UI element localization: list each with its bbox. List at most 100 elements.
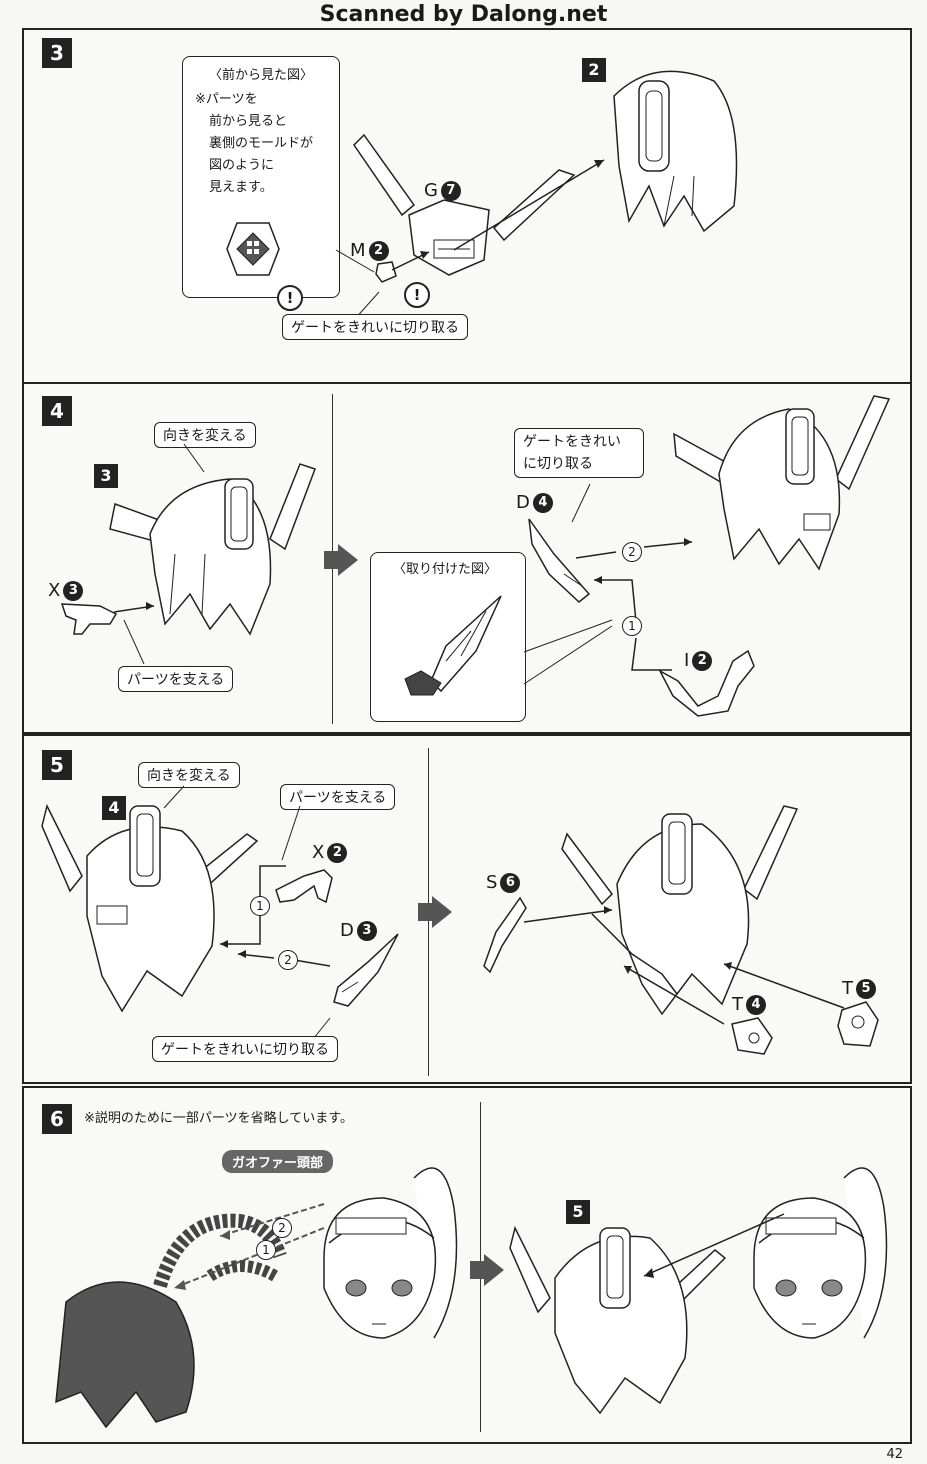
step-5-left-arrows [163, 785, 331, 1039]
step-4-left-arrows [113, 443, 205, 665]
warning-icon-2: ! [404, 282, 430, 308]
part-d-letter: D [516, 492, 530, 513]
ref-part-5: 5 [566, 1200, 590, 1224]
part-t4-label: T 4 [732, 994, 766, 1015]
part-x-number: 3 [63, 580, 84, 601]
part-m-label: M 2 [350, 240, 389, 261]
part-t5-letter: T [842, 978, 853, 999]
ref-part-2: 2 [582, 58, 606, 82]
gate-cut-callout-3: ゲートをきれいに切り取る [152, 1036, 338, 1062]
order-2-marker: 2 [622, 542, 642, 562]
part-t4-number: 4 [746, 994, 766, 1015]
order-1-marker-2: 1 [250, 896, 270, 916]
head-side-drawing [41, 803, 259, 1013]
part-d-letter-2: D [340, 920, 354, 941]
step-6-left-arrows [173, 1203, 325, 1290]
part-d-piece [528, 518, 591, 603]
hair-part-drawing [613, 70, 738, 233]
part-s-piece [483, 896, 527, 974]
dark-hair-part [55, 1281, 195, 1429]
part-x-piece [60, 603, 118, 635]
attached-view-inset: 〈取り付けた図〉 [370, 552, 526, 722]
attached-part-drawing [404, 595, 502, 696]
part-s-number: 6 [500, 872, 521, 893]
part-s-label: S 6 [486, 872, 521, 893]
part-i-number: 2 [692, 650, 713, 671]
part-d-number-2: 3 [356, 920, 377, 941]
part-g-label: G 7 [424, 180, 461, 201]
order-2-marker-2: 2 [278, 950, 298, 970]
part-x-number-2: 2 [327, 842, 348, 863]
part-i-piece [658, 649, 755, 717]
front-view-title: 〈前から見た図〉 [209, 68, 314, 83]
note-line-5: 見えます。 [209, 180, 273, 195]
step-4-number: 4 [42, 396, 72, 426]
note-line-1: ※パーツを [195, 92, 258, 107]
part-d-label: D 4 [516, 492, 553, 513]
order-1-marker-3: 1 [256, 1240, 276, 1260]
assembly-arrows [335, 159, 605, 321]
omitted-parts-note: ※説明のために一部パーツを省略しています。 [84, 1111, 353, 1126]
part-x-label: X 3 [48, 580, 84, 601]
gaofar-head-label: ガオファー頭部 [222, 1150, 334, 1173]
step-4-panel: 4 向きを変える 3 X 3 パーツを支える 〈取り付けた図〉 [22, 382, 912, 734]
head-side-result [561, 805, 799, 1016]
head-assembly-result [673, 395, 891, 571]
step-5-panel: 5 向きを変える パーツを支える 4 X 2 D 3 1 2 ゲートをきれいに切… [22, 734, 912, 1084]
part-t5-label: T 5 [842, 978, 876, 999]
part-i-letter: I [684, 650, 690, 671]
gate-cut-callout: ゲートをきれいに切り取る [282, 314, 468, 340]
step-4-right-arrows [523, 483, 693, 685]
support-part-callout: パーツを支える [118, 666, 234, 692]
back-mold-icon [226, 222, 280, 276]
note-line-3: 裏側のモールドが [209, 136, 314, 151]
face-ponytail-drawing-2 [753, 1167, 888, 1339]
attached-view-title: 〈取り付けた図〉 [393, 562, 498, 577]
part-t4-letter: T [732, 994, 743, 1015]
part-t5-piece [837, 1001, 879, 1047]
step-3-panel: 3 〈前から見た図〉 ※パーツを 前から見ると 裏側のモールドが 図のように 見… [22, 28, 912, 384]
next-step-arrow [324, 544, 358, 576]
gate-cut-callout-2: ゲートをきれい に切り取る [514, 428, 644, 478]
part-d-label-2: D 3 [340, 920, 377, 941]
head-assembly-drawing [109, 463, 316, 636]
step-6-right-arrows [643, 1213, 785, 1278]
note-line-2: 前から見ると [209, 114, 288, 129]
part-g-letter: G [424, 180, 438, 201]
order-1-marker: 1 [622, 616, 642, 636]
gate-cut-line-1: ゲートをきれい [523, 434, 621, 450]
hair-ring-part [153, 1213, 287, 1289]
warning-icon: ! [277, 285, 303, 311]
step-5-right-arrows [523, 906, 845, 1025]
step-6-panel: 6 ※説明のために一部パーツを省略しています。 ガオファー頭部 2 1 5 [22, 1086, 912, 1444]
step-6-number: 6 [42, 1104, 72, 1134]
step-5-number: 5 [42, 750, 72, 780]
part-t5-number: 5 [856, 978, 876, 999]
part-i-label: I 2 [684, 650, 713, 671]
note-line-4: 図のように [209, 158, 275, 173]
part-x-letter: X [48, 580, 61, 601]
part-m-letter: M [350, 240, 366, 261]
support-part-callout-2: パーツを支える [280, 784, 396, 810]
ref-part-4: 4 [102, 796, 126, 820]
part-d-piece-2 [333, 933, 399, 1007]
order-2-marker-3: 2 [272, 1218, 292, 1238]
next-step-arrow-2 [418, 896, 452, 928]
part-x-piece-2 [275, 869, 333, 904]
part-x-letter-2: X [312, 842, 325, 863]
turn-around-callout-2: 向きを変える [138, 762, 240, 788]
part-m-piece [375, 261, 397, 283]
page-number: 42 [886, 1447, 903, 1462]
gate-cut-line-2: に切り取る [523, 456, 593, 472]
turn-around-callout: 向きを変える [154, 422, 256, 448]
ref-part-3: 3 [94, 464, 118, 488]
part-s-letter: S [486, 872, 498, 893]
step-3-number: 3 [42, 38, 72, 68]
part-t4-piece [731, 1017, 773, 1055]
scan-credit: Scanned by Dalong.net [319, 2, 608, 27]
part-m-number: 2 [368, 240, 389, 261]
part-g-number: 7 [440, 180, 461, 201]
next-step-arrow-3 [470, 1254, 504, 1286]
part-x-label-2: X 2 [312, 842, 348, 863]
part-d-number: 4 [532, 492, 553, 513]
